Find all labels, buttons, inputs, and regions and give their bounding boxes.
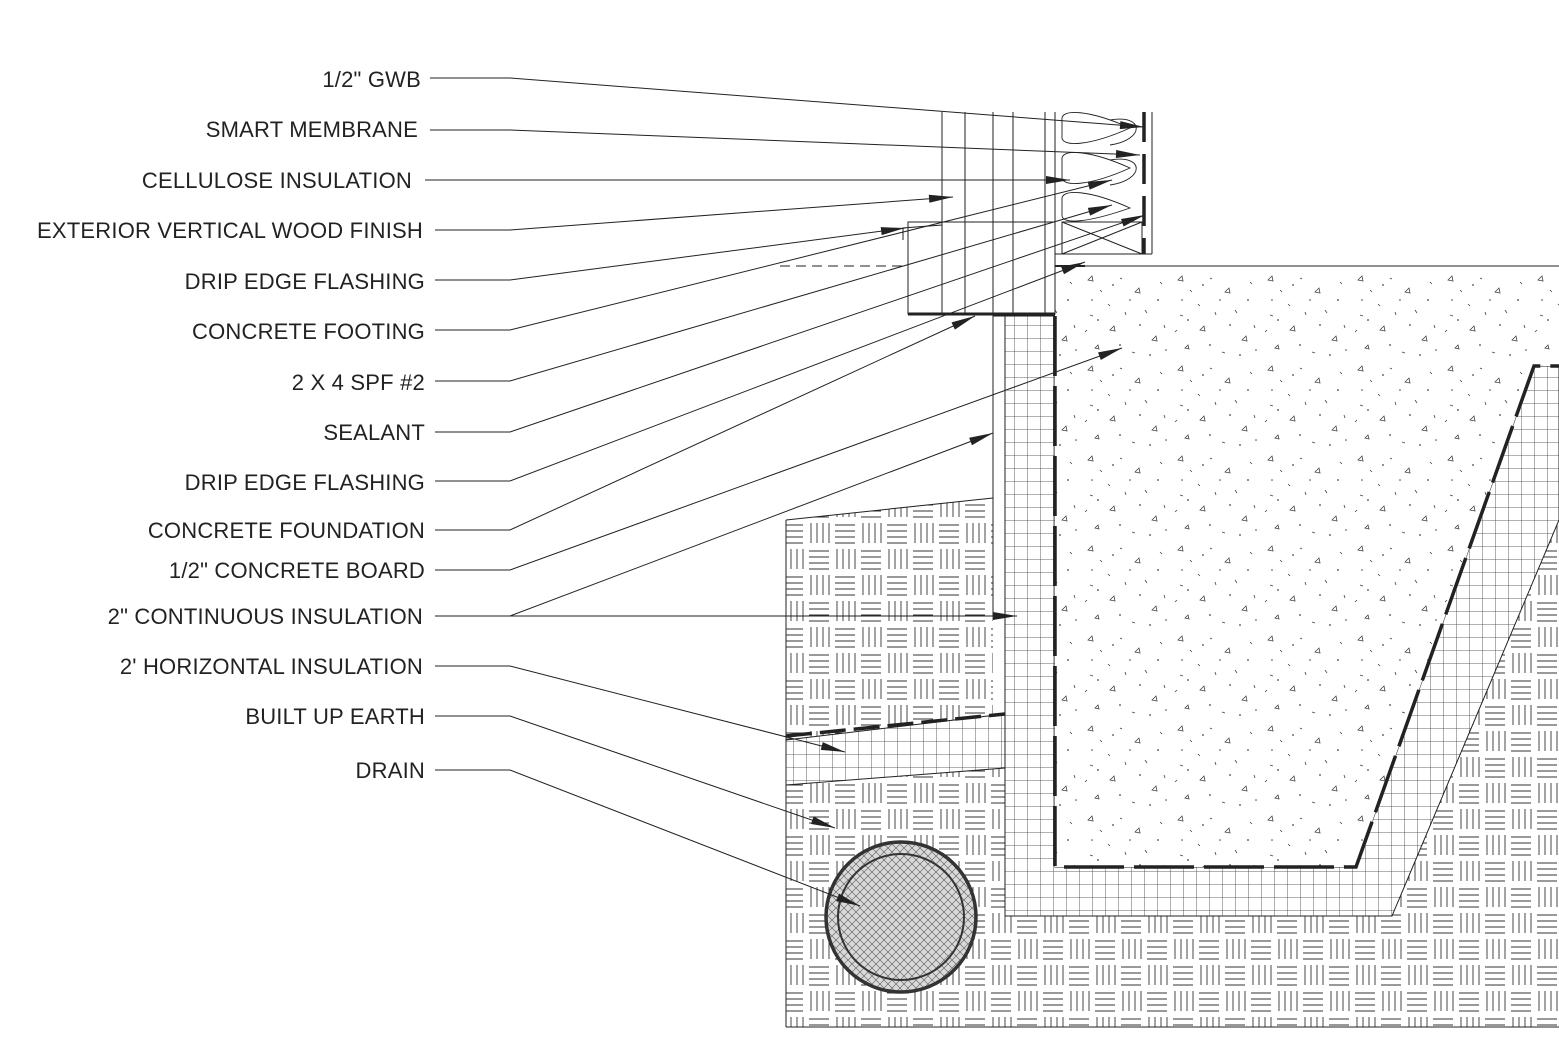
leader-arrowhead xyxy=(1046,176,1070,184)
leader-line xyxy=(430,77,1145,128)
leader-arrowhead xyxy=(1119,121,1144,130)
leader-line xyxy=(435,227,906,281)
label-smart-membrane: SMART MEMBRANE xyxy=(206,117,418,142)
drain-pipe xyxy=(824,840,978,994)
leader-arrowhead xyxy=(1061,262,1085,275)
leader-line xyxy=(435,665,846,753)
leader-arrowhead xyxy=(1087,205,1112,216)
label-gwb: 1/2" GWB xyxy=(322,67,421,92)
leader-arrowhead xyxy=(1120,215,1145,227)
label-2x4-spf: 2 X 4 SPF #2 xyxy=(292,370,425,395)
label-drip-edge-flashing-1: DRIP EDGE FLASHING xyxy=(185,269,425,294)
leader-line xyxy=(430,129,1141,156)
leader-line xyxy=(435,347,1123,571)
leader-lines xyxy=(425,77,1146,907)
label-cellulose-insulation: CELLULOSE INSULATION xyxy=(142,168,412,193)
label-drain: DRAIN xyxy=(356,758,425,783)
leader-line xyxy=(435,214,1146,433)
label-exterior-wood-finish: EXTERIOR VERTICAL WOOD FINISH xyxy=(37,218,423,243)
leader-arrowhead xyxy=(928,194,953,203)
leader-arrowhead xyxy=(1098,348,1122,360)
concrete-board xyxy=(992,315,1006,617)
leader-arrowhead xyxy=(836,893,860,906)
leader-arrowhead xyxy=(993,612,1017,620)
concrete-foundation xyxy=(1053,265,1559,869)
label-concrete-footing: CONCRETE FOOTING xyxy=(192,319,425,344)
label-built-up-earth: BUILT UP EARTH xyxy=(245,704,425,729)
leader-arrowhead xyxy=(811,816,835,828)
leader-arrowhead xyxy=(820,742,845,752)
leader-arrowhead xyxy=(1115,150,1140,159)
leader-arrowhead xyxy=(969,433,993,446)
leader-arrowhead xyxy=(951,316,975,330)
leader-arrowhead xyxy=(880,227,905,236)
leader-arrowhead xyxy=(1087,180,1112,190)
leader-line xyxy=(435,715,836,829)
label-concrete-board: 1/2" CONCRETE BOARD xyxy=(169,558,425,583)
label-continuous-insulation: 2" CONTINUOUS INSULATION xyxy=(108,604,423,629)
leader-line xyxy=(435,179,1113,331)
label-sealant: SEALANT xyxy=(323,420,425,445)
leader-line xyxy=(435,261,1086,482)
wall-assembly xyxy=(780,111,1153,316)
callout-labels: 1/2" GWB SMART MEMBRANE CELLULOSE INSULA… xyxy=(37,67,425,783)
horizontal-insulation xyxy=(785,712,1006,786)
label-drip-edge-flashing-2: DRIP EDGE FLASHING xyxy=(185,470,425,495)
label-concrete-foundation: CONCRETE FOUNDATION xyxy=(148,518,425,543)
leader-line xyxy=(435,196,954,231)
leader-line xyxy=(435,204,1113,382)
leader-line xyxy=(435,315,976,531)
leader-line xyxy=(435,769,861,907)
label-horizontal-insulation: 2' HORIZONTAL INSULATION xyxy=(120,654,423,679)
